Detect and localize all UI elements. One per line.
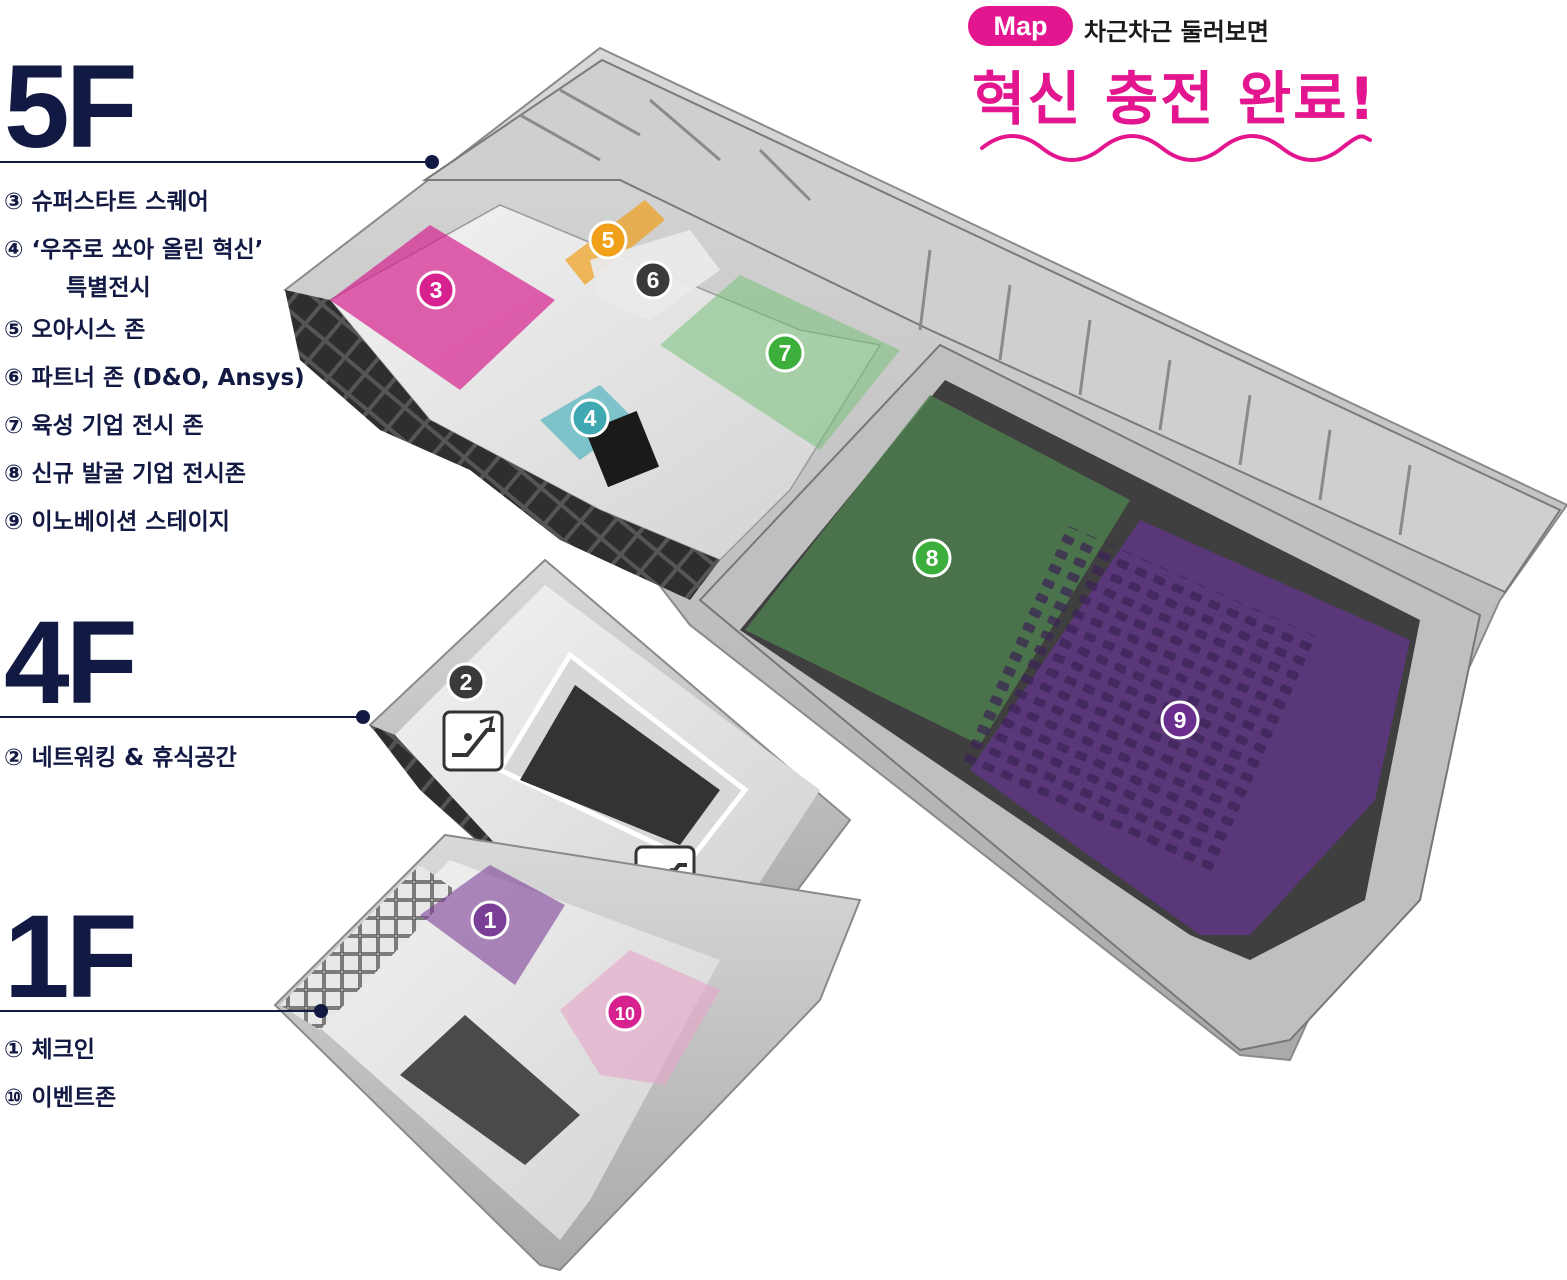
map-badge: Map <box>968 6 1073 46</box>
zone-number-3: 3 <box>430 277 443 303</box>
zone-number-4: 4 <box>584 405 597 431</box>
legend-item-6: ⑥ 파트너 존 (D&O, Ansys) <box>4 365 305 391</box>
connector-1f-dot <box>314 1004 328 1018</box>
legend-item-9: ⑨ 이노베이션 스테이지 <box>4 509 230 535</box>
legend-4f: ② 네트워킹 & 휴식공간 <box>4 734 237 782</box>
legend-5f: ③ 슈퍼스타트 스퀘어 ④ ‘우주로 쏘아 올린 혁신’ 특별전시 ⑤ 오아시스… <box>4 178 305 546</box>
zone-marker-2: 2 <box>446 662 486 702</box>
legend-item-2: ② 네트워킹 & 휴식공간 <box>4 745 237 771</box>
zone-number-10: 10 <box>615 1004 635 1024</box>
zone-number-5: 5 <box>602 227 615 253</box>
floor-label-4f: 4F <box>4 597 138 729</box>
zone-marker-7: 7 <box>765 333 805 373</box>
zone-marker-8: 8 <box>912 538 952 578</box>
building-4f <box>368 558 852 957</box>
legend-1f: ① 체크인 ⑩ 이벤트존 <box>4 1026 116 1122</box>
zone-number-7: 7 <box>779 340 792 366</box>
legend-item-1: ① 체크인 <box>4 1037 95 1063</box>
floor-label-1f: 1F <box>4 891 138 1023</box>
zone-marker-9: 9 <box>1160 700 1200 740</box>
zone-number-6: 6 <box>647 267 660 293</box>
floor-rule-5f <box>0 161 432 163</box>
zone-marker-3: 3 <box>416 270 456 310</box>
connector-5f-dot <box>425 155 439 169</box>
legend-item-4-cont: 특별전시 <box>66 275 151 301</box>
header-title: 혁신 충전 완료! <box>972 65 1377 133</box>
legend-item-8: ⑧ 신규 발굴 기업 전시존 <box>4 461 246 487</box>
floor-label-5f: 5F <box>4 41 138 173</box>
zone-number-8: 8 <box>926 545 939 571</box>
zone-marker-10: 10 <box>605 992 645 1032</box>
zone-marker-1: 1 <box>470 900 510 940</box>
title-wave-decoration <box>980 134 1372 162</box>
zone-marker-6: 6 <box>633 260 673 300</box>
connector-4f-dot <box>356 710 370 724</box>
zone-number-2: 2 <box>460 669 473 695</box>
floor-rule-4f <box>0 716 363 718</box>
legend-item-4: ④ ‘우주로 쏘아 올린 혁신’ <box>4 237 264 263</box>
zone-marker-5: 5 <box>588 220 628 260</box>
escalator-up-icon <box>442 710 504 772</box>
header-subtitle: 차근차근 둘러보면 <box>1084 18 1269 46</box>
zone-number-9: 9 <box>1174 707 1187 733</box>
legend-item-3: ③ 슈퍼스타트 스퀘어 <box>4 189 209 215</box>
zone-marker-4: 4 <box>570 398 610 438</box>
zone-number-1: 1 <box>484 907 497 933</box>
legend-item-5: ⑤ 오아시스 존 <box>4 317 146 343</box>
legend-item-10: ⑩ 이벤트존 <box>4 1085 117 1111</box>
floor-rule-1f <box>0 1010 321 1012</box>
building-1f <box>273 833 862 1272</box>
legend-item-7: ⑦ 육성 기업 전시 존 <box>4 413 204 439</box>
